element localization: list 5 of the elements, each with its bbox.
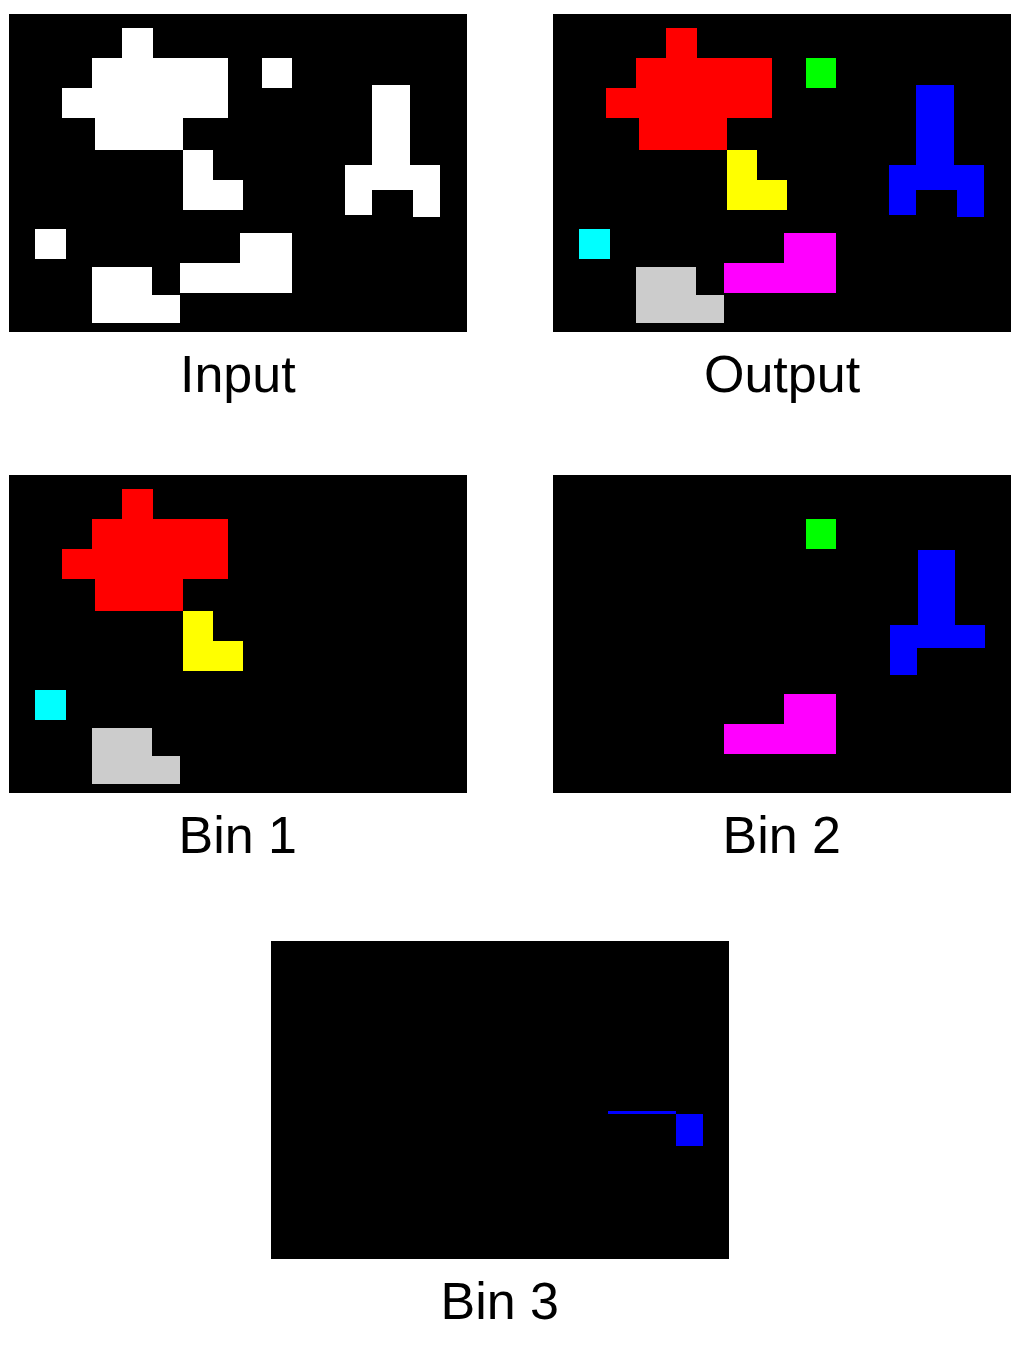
panel-caption: Bin 1 [178,805,298,865]
panel-caption: Output [704,344,861,404]
panel-caption: Input [180,344,296,404]
panel-caption: Bin 2 [722,805,842,865]
panel-caption: Bin 3 [440,1271,560,1331]
